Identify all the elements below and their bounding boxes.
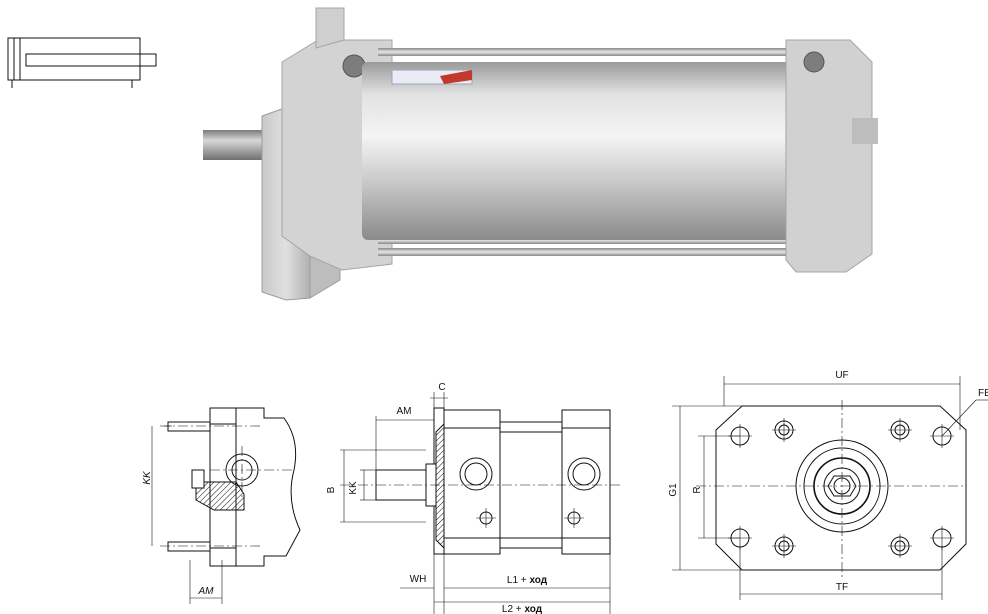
side-view-drawing: KK AM [142,407,301,604]
fb-label: FB [978,388,988,399]
tie-rod-bolt [772,418,796,442]
c-label: C [438,382,445,393]
kk-label: KK [348,481,359,495]
uf-label: UF [835,370,848,381]
b-label: B [326,486,337,493]
wh-label: WH [410,574,427,585]
rear-cap [785,39,873,273]
l1-label: L1 + ход [507,575,548,586]
am-label: AM [397,406,412,417]
flange-boss [795,439,889,533]
tie-rod-bolt [888,534,912,558]
piston-rod [203,130,273,160]
l2-label: L2 + ход [502,604,543,614]
cylinder-photo [203,7,878,301]
tf-label: TF [836,582,848,593]
kk-side-label: KK [142,470,153,485]
tie-rod-bolt [888,418,912,442]
r-label: R [692,486,703,493]
g1-label: G1 [668,483,679,497]
front-view-drawing: C AM B KK WH L1 + ход L2 + ход [326,382,620,614]
flange-end-view-drawing: UF FB G1 R TF [668,370,988,600]
am-side-label: AM [198,586,215,597]
rod-nut [827,475,857,497]
cylinder-symbol [7,37,157,88]
tie-rod-bolt [772,534,796,558]
front-port [342,54,366,78]
cylinder-barrel [362,62,810,240]
rear-port [803,51,825,73]
